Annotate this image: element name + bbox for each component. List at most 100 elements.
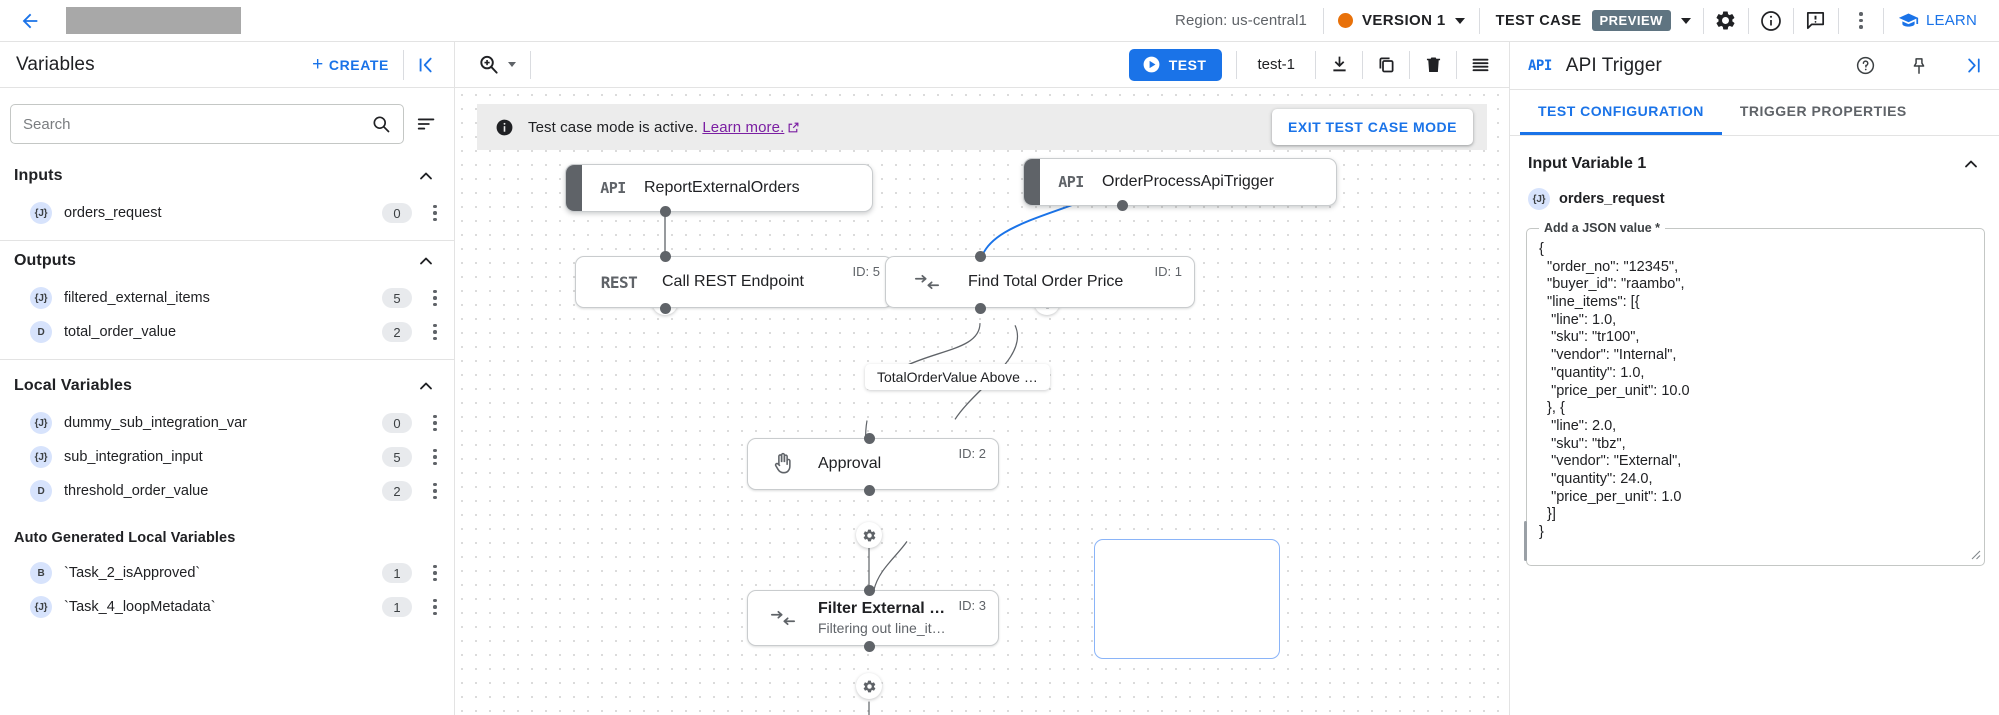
node-input-port[interactable] [975, 251, 986, 262]
tab-test-configuration[interactable]: TEST CONFIGURATION [1520, 90, 1722, 135]
divider [1882, 7, 1884, 34]
input-variable-section-header[interactable]: Input Variable 1 [1526, 150, 1985, 184]
node-output-port[interactable] [864, 485, 875, 496]
variable-name: sub_integration_input [64, 449, 203, 465]
node-title: ReportExternalOrders [644, 179, 800, 196]
node-find-total-order-price[interactable]: Find Total Order Price ID: 1 [885, 256, 1195, 308]
node-text: OrderProcessApiTrigger [1102, 173, 1336, 191]
download-test-button[interactable] [1316, 42, 1362, 88]
list-item[interactable]: B `Task_2_isApproved` 1 [0, 556, 454, 590]
run-test-label: TEST [1168, 56, 1207, 73]
row-menu-icon[interactable] [424, 478, 446, 504]
divider [1478, 7, 1480, 34]
node-id-label: ID: 1 [1154, 264, 1182, 279]
edge-settings-gear-icon[interactable] [856, 522, 882, 548]
run-test-button[interactable]: TEST [1128, 48, 1223, 81]
node-output-port[interactable] [660, 303, 671, 314]
chevron-down-icon [1454, 17, 1465, 24]
list-item[interactable]: {J} `Task_4_loopMetadata` 1 [0, 590, 454, 624]
chevron-up-icon [416, 166, 436, 186]
divider [1362, 50, 1363, 79]
test-case-name[interactable]: test-1 [1257, 56, 1295, 73]
node-approval[interactable]: Approval ID: 2 [747, 438, 999, 490]
delete-test-button[interactable] [1410, 42, 1456, 88]
row-menu-icon[interactable] [424, 285, 446, 311]
back-button[interactable] [10, 1, 50, 41]
tab-trigger-properties[interactable]: TRIGGER PROPERTIES [1739, 103, 1907, 119]
selected-empty-node-card[interactable] [1094, 539, 1280, 659]
row-menu-icon[interactable] [424, 319, 446, 345]
gear-icon [1716, 11, 1735, 30]
row-menu-icon[interactable] [424, 410, 446, 436]
test-case-selector[interactable]: TEST CASE PREVIEW [1480, 0, 1703, 42]
learn-more-link[interactable]: Learn more. [702, 118, 785, 136]
row-menu-icon[interactable] [424, 444, 446, 470]
list-item[interactable]: {J} orders_request 0 [0, 196, 454, 230]
node-id-label: ID: 3 [958, 598, 986, 613]
node-input-port[interactable] [660, 251, 671, 262]
row-menu-icon[interactable] [424, 560, 446, 586]
node-input-port[interactable] [864, 585, 875, 596]
workflow-canvas[interactable]: Test case mode is active. Learn more. EX… [455, 88, 1509, 715]
feedback-button[interactable] [1794, 0, 1838, 42]
node-title: Approval [818, 455, 882, 472]
search-box[interactable] [10, 104, 404, 144]
section-header-auto-generated[interactable]: Auto Generated Local Variables [0, 508, 454, 556]
region-label: Region: us-central1 [1175, 12, 1307, 29]
exit-test-case-mode-button[interactable]: EXIT TEST CASE MODE [1272, 109, 1473, 145]
json-value-field[interactable]: Add a JSON value * { "order_no": "12345"… [1524, 221, 1985, 566]
node-call-rest-endpoint[interactable]: REST Call REST Endpoint ID: 5 [575, 256, 893, 308]
node-report-external-orders[interactable]: API ReportExternalOrders [565, 164, 873, 212]
row-menu-icon[interactable] [424, 200, 446, 226]
resize-handle[interactable] [1969, 548, 1981, 563]
node-output-port[interactable] [1117, 200, 1128, 211]
divider [0, 240, 454, 241]
list-item[interactable]: D threshold_order_value 2 [0, 474, 454, 508]
row-menu-icon[interactable] [424, 594, 446, 620]
list-item[interactable]: D total_order_value 2 [0, 315, 454, 349]
panel-type-badge: API [1528, 57, 1552, 74]
list-item[interactable]: {J} dummy_sub_integration_var 0 [0, 406, 454, 440]
json-value-textarea[interactable]: { "order_no": "12345", "buyer_id": "raam… [1539, 241, 1690, 540]
node-title: Find Total Order Price [968, 273, 1124, 290]
sort-button[interactable] [412, 109, 442, 139]
node-type-icon-data-mapping [886, 272, 968, 292]
settings-button[interactable] [1704, 0, 1748, 42]
panel-header: API API Trigger [1510, 42, 1999, 90]
panel-title: API Trigger [1565, 54, 1662, 76]
page-title: Variables [16, 53, 95, 75]
zoom-control[interactable] [471, 53, 530, 76]
node-output-port[interactable] [864, 641, 875, 652]
node-filter-external-items[interactable]: Filter External Items Filtering out line… [747, 590, 999, 646]
external-link-icon[interactable] [787, 121, 800, 134]
pin-button[interactable] [1899, 44, 1939, 88]
learn-button[interactable]: LEARN [1884, 10, 1995, 31]
variables-scroll-area[interactable]: Inputs {J} orders_request 0 Outputs [0, 88, 454, 715]
node-output-port[interactable] [660, 206, 671, 217]
list-item[interactable]: {J} sub_integration_input 5 [0, 440, 454, 474]
collapse-sidebar-button[interactable] [404, 42, 450, 88]
node-output-port[interactable] [975, 303, 986, 314]
chevron-down-icon [1680, 17, 1691, 24]
variable-name: threshold_order_value [64, 483, 209, 499]
expand-panel-button[interactable] [1953, 44, 1993, 88]
divider [1702, 7, 1704, 34]
info-button[interactable] [1749, 0, 1793, 42]
section-header-inputs[interactable]: Inputs [0, 156, 454, 196]
edge-settings-gear-icon[interactable] [856, 673, 882, 699]
duplicate-test-button[interactable] [1363, 42, 1409, 88]
test-list-button[interactable] [1457, 42, 1503, 88]
node-order-process-api-trigger[interactable]: API OrderProcessApiTrigger [1023, 158, 1337, 206]
search-input[interactable] [23, 115, 363, 133]
create-variable-button[interactable]: + CREATE [298, 55, 403, 74]
more-vert-icon [1850, 8, 1872, 34]
section-header-outputs[interactable]: Outputs [0, 241, 454, 281]
help-button[interactable] [1845, 44, 1885, 88]
list-item[interactable]: {J} filtered_external_items 5 [0, 281, 454, 315]
edge-condition-label[interactable]: TotalOrderValue Above … [865, 364, 1050, 390]
divider [1456, 50, 1457, 79]
more-options-button[interactable] [1839, 0, 1883, 42]
section-header-local-variables[interactable]: Local Variables [0, 360, 454, 406]
node-input-port[interactable] [864, 433, 875, 444]
version-selector[interactable]: VERSION 1 [1324, 0, 1479, 42]
